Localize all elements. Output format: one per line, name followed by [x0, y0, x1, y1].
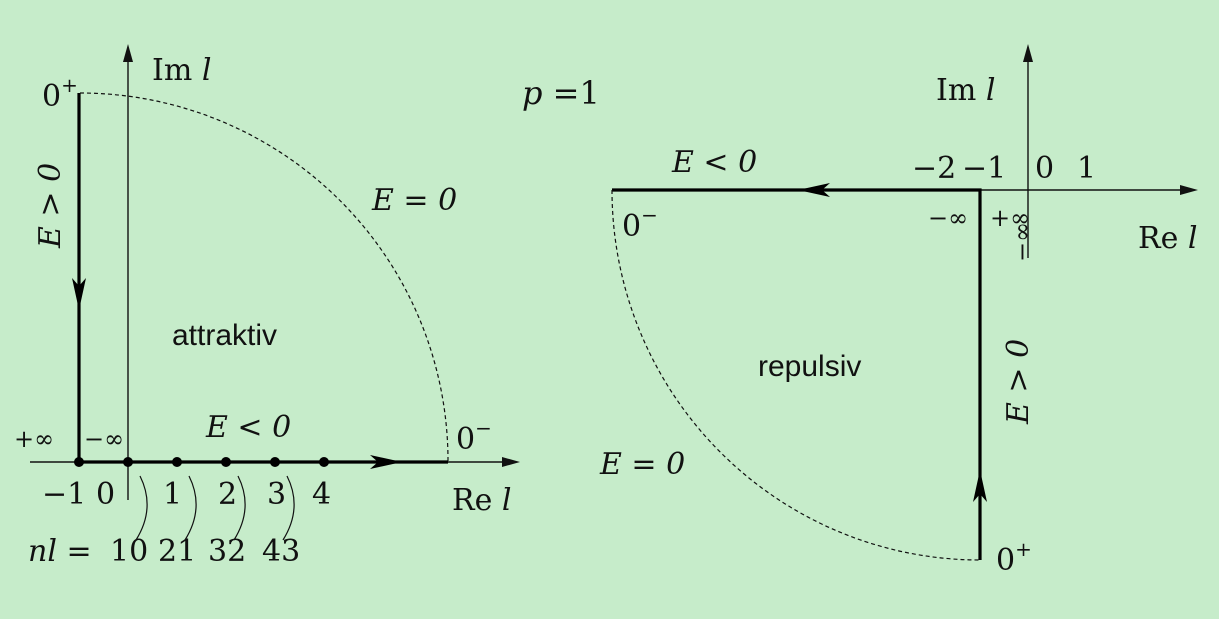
right-start-zero-minus: 0− — [622, 203, 658, 244]
right-diagram: Im l Re l −2 −1 0 1 E < 0 0− −∞ +∞ −∞ re… — [599, 44, 1198, 578]
right-tick-minus-2: −2 — [912, 151, 956, 186]
right-minus-infinity: −∞ — [928, 204, 968, 232]
left-e-zero-label: E = 0 — [371, 183, 457, 218]
right-e-zero-label: E = 0 — [599, 447, 685, 482]
point-4 — [319, 457, 329, 467]
right-im-label: Im l — [936, 73, 995, 108]
left-im-axis-arrow — [123, 44, 133, 62]
left-nl-10: 10 — [110, 534, 148, 569]
left-bracket-curves — [135, 475, 295, 541]
left-region-label: attraktiv — [172, 319, 277, 352]
left-end-zero-minus: 0− — [456, 416, 492, 457]
left-nl-prefix: nl = — [28, 534, 92, 569]
point-2 — [221, 457, 231, 467]
left-right-arrow — [370, 455, 402, 469]
right-region-label: repulsiv — [758, 350, 861, 383]
left-down-arrow — [72, 278, 86, 310]
point-1 — [172, 457, 182, 467]
right-tick-1: 1 — [1077, 151, 1096, 186]
right-trajectory-path — [612, 188, 982, 560]
right-im-axis-arrow — [1023, 44, 1033, 62]
left-im-label: Im l — [152, 53, 211, 88]
left-e-pos-label: E > 0 — [33, 163, 68, 249]
left-trajectory-path — [77, 93, 448, 464]
left-tick-1: 1 — [163, 477, 182, 512]
point-minus-1 — [74, 457, 84, 467]
left-nl-32: 32 — [208, 534, 246, 569]
right-re-axis-arrow — [1180, 185, 1198, 195]
left-e-zero-arc — [79, 92, 449, 463]
right-left-arrow — [798, 183, 830, 197]
left-minus-infinity: −∞ — [84, 425, 124, 453]
right-tick-minus-1: −1 — [962, 151, 1006, 186]
left-top-zero-plus: 0+ — [42, 73, 78, 114]
right-e-neg-label: E < 0 — [671, 145, 757, 180]
right-plus-infinity: +∞ — [990, 204, 1030, 232]
right-e-zero-arc — [611, 189, 981, 561]
left-tick-3: 3 — [267, 477, 286, 512]
point-0 — [123, 457, 133, 467]
right-bottom-zero-plus: 0+ — [996, 537, 1032, 578]
left-plus-infinity: +∞ — [14, 425, 54, 453]
right-re-label: Re l — [1138, 221, 1198, 256]
right-tick-0: 0 — [1035, 151, 1054, 186]
right-up-arrow — [973, 470, 987, 502]
left-nl-21: 21 — [158, 534, 196, 569]
right-minus-infinity-vertical: −∞ — [1008, 222, 1036, 262]
left-tick-4: 4 — [312, 477, 331, 512]
left-integer-points — [74, 457, 329, 467]
left-tick-2: 2 — [218, 477, 237, 512]
left-tick-0: 0 — [96, 477, 115, 512]
left-re-axis-arrow — [502, 457, 520, 467]
left-re-label: Re l — [452, 483, 512, 518]
point-3 — [270, 457, 280, 467]
left-tick-minus-1: −1 — [42, 477, 86, 512]
left-diagram: Im l Re l 0+ E = 0 E > 0 attraktiv E < 0… — [14, 44, 520, 569]
p-value-label: p =1 — [522, 74, 600, 112]
left-e-neg-label: E < 0 — [205, 410, 291, 445]
left-nl-43: 43 — [262, 534, 300, 569]
right-e-pos-label: E > 0 — [1001, 339, 1036, 425]
